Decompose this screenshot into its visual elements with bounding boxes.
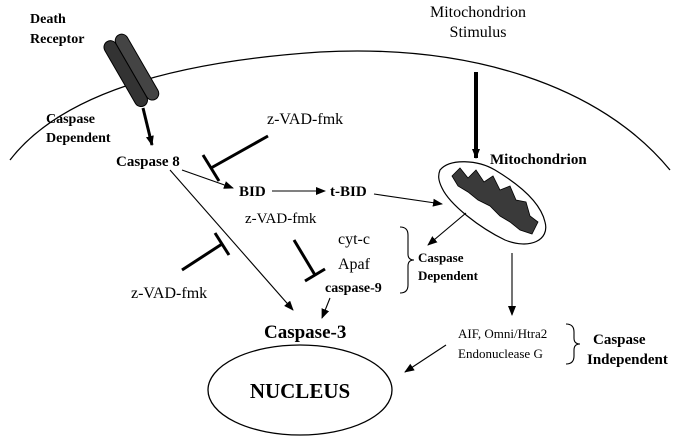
arrow-receptor-to-caspase8 (141, 107, 154, 146)
arrow-tbid-to-mitochondrion (373, 193, 443, 207)
bid-label: BID (239, 184, 266, 200)
caspase-dependent-right-label: Caspase (418, 250, 464, 265)
inhibitor-top-to-caspase8 (201, 134, 269, 182)
mito-stimulus-label: Mitochondrion (430, 4, 526, 21)
arrow-caspase9-to-caspase3 (321, 297, 331, 319)
death-receptor-shape (103, 33, 160, 108)
death-receptor-label-line2: Receptor (30, 32, 84, 47)
brace-caspase-independent (565, 323, 581, 365)
brace-caspase-dependent (399, 226, 415, 294)
mitochondrion-shape (438, 161, 547, 245)
tbid-label: t-BID (330, 184, 367, 200)
aif-label: AIF, Omni/Htra2 (458, 326, 547, 341)
inhibitor-middle-to-caspase9 (292, 239, 326, 283)
arrow-aif-to-nucleus (404, 344, 447, 373)
arrow-caspase8-to-bid (181, 169, 234, 189)
caspase-dependent-top-label: Caspase (46, 112, 95, 127)
mito-stimulus-label-line2: Stimulus (450, 24, 507, 41)
inhibitor-left-to-caspase3-path (181, 232, 231, 272)
caspase-dependent-top-label-line2: Dependent (46, 131, 111, 146)
apaf-label: Apaf (338, 256, 371, 273)
caspase3-label: Caspase-3 (264, 322, 346, 343)
arrow-mitochondrion-to-caspase-dependent (427, 212, 467, 246)
caspase-independent-label: Caspase (593, 332, 646, 348)
zvad-left-label: z-VAD-fmk (131, 285, 207, 302)
endonuclease-label: Endonuclease G (458, 346, 543, 361)
cell-membrane (9, 50, 671, 171)
caspase9-label: caspase-9 (325, 281, 382, 296)
nucleus-label: NUCLEUS (250, 379, 350, 403)
arrow-caspase8-to-caspase3 (169, 169, 294, 311)
caspase-independent-label-line2: Independent (587, 352, 668, 368)
cytc-label: cyt-c (338, 231, 370, 248)
nucleus-shape (207, 344, 393, 436)
death-receptor-label: Death (30, 12, 66, 27)
mitochondrion-label: Mitochondrion (490, 152, 587, 168)
caspase-dependent-right-label-line2: Dependent (418, 268, 479, 283)
caspase8-label: Caspase 8 (116, 154, 180, 170)
zvad-middle-label: z-VAD-fmk (245, 211, 317, 227)
zvad-top-label: z-VAD-fmk (267, 111, 343, 128)
